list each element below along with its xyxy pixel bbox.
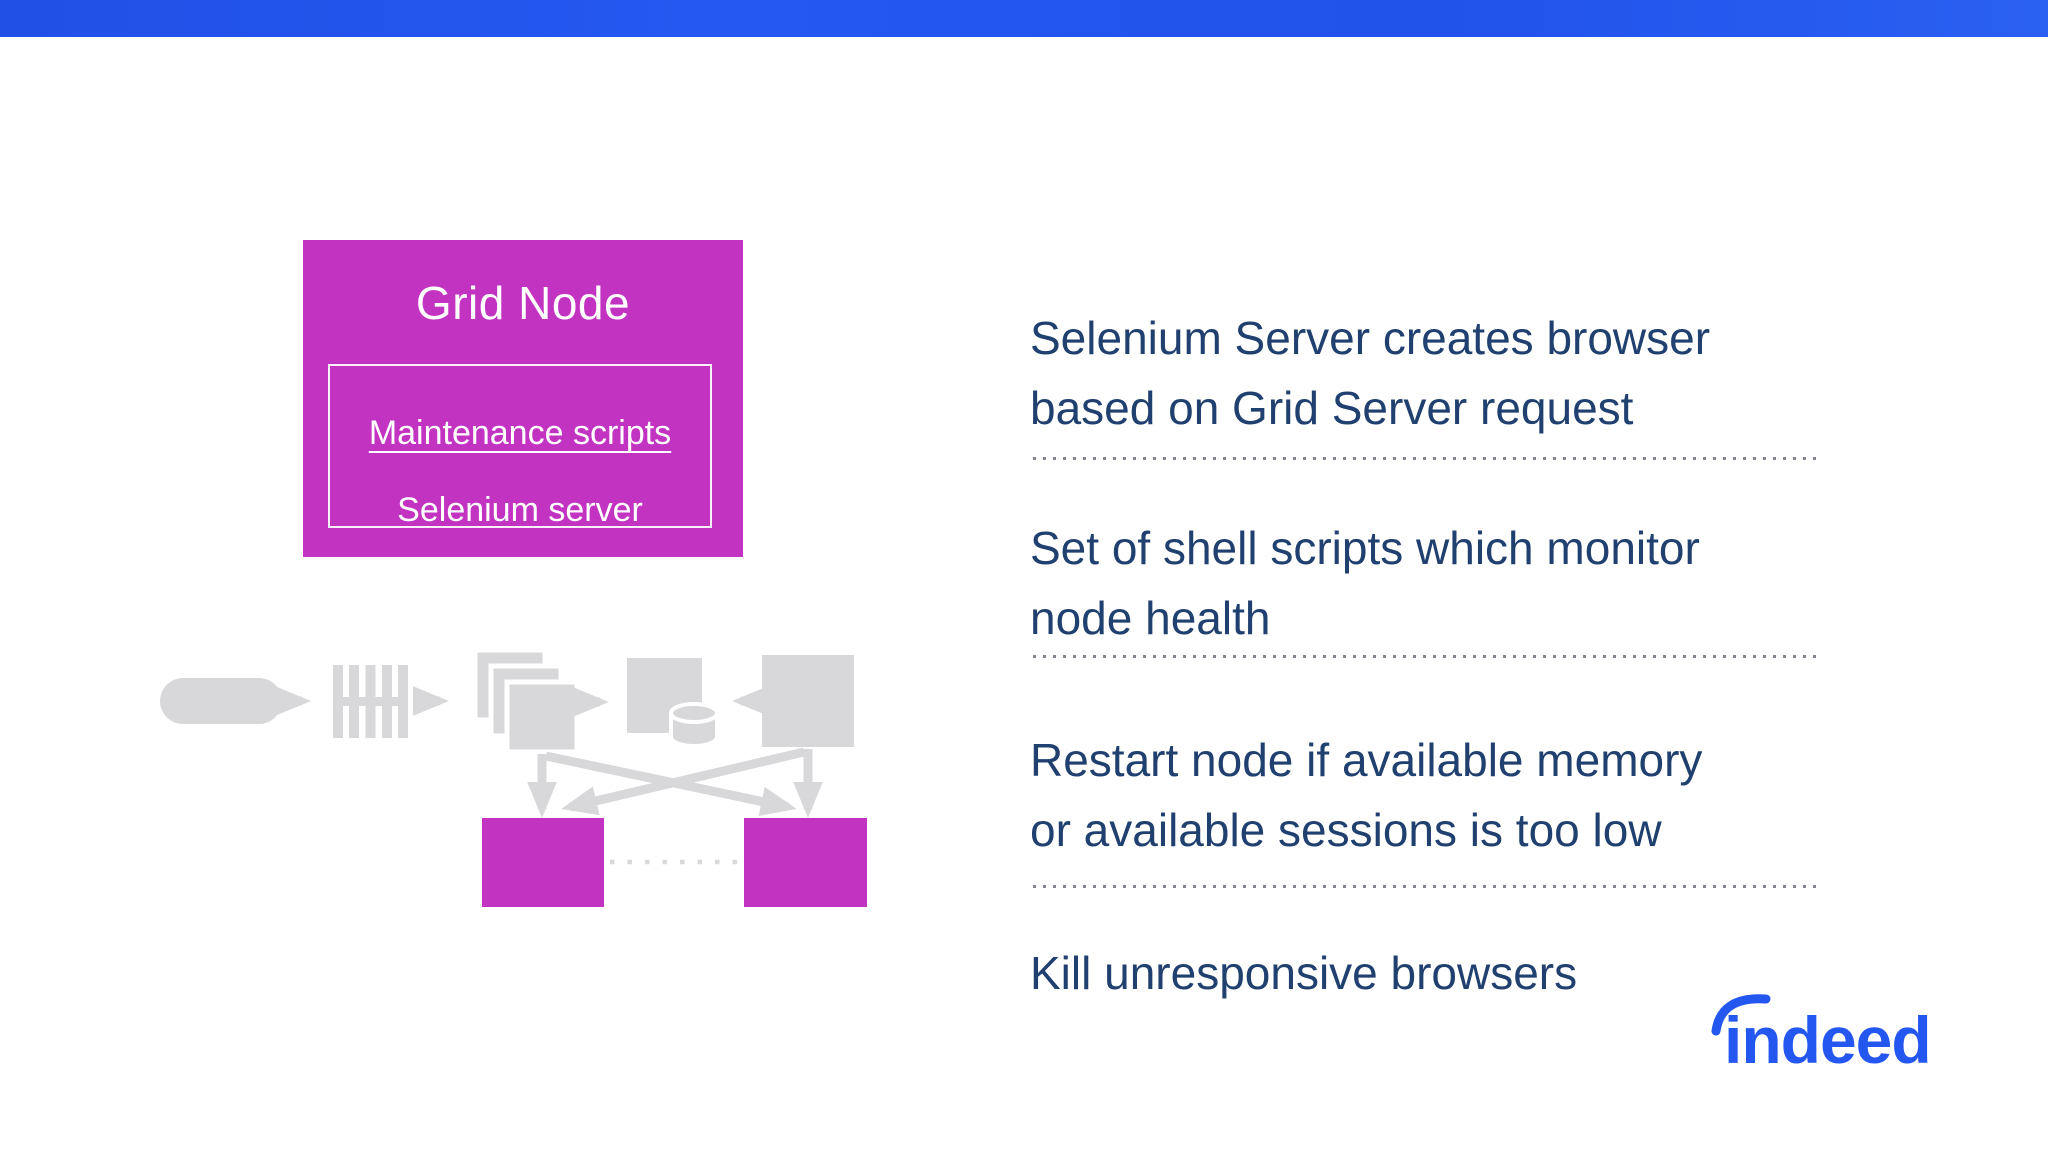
document-stack-icon: [472, 647, 580, 755]
architecture-diagram: [160, 647, 867, 907]
note-line: node health: [1030, 592, 1271, 644]
note-line: Set of shell scripts which monitor: [1030, 522, 1700, 574]
component-label-selenium-server: Selenium server: [397, 491, 643, 529]
grid-node-components: Maintenance scripts Selenium server: [328, 364, 712, 528]
server-db-icon: [627, 658, 719, 748]
browser-node-right: [744, 818, 867, 907]
component-label-maintenance-scripts: Maintenance scripts: [368, 414, 672, 452]
grid-node-box: Grid Node Maintenance scripts Selenium s…: [303, 240, 743, 557]
indeed-logo-arc-icon: [1711, 994, 1771, 1036]
note-restart-node: Restart node if available memory or avai…: [1030, 725, 1830, 865]
top-accent-bar: [0, 0, 2048, 37]
dotted-divider: [1033, 457, 1823, 460]
indeed-logo: indeed: [1711, 994, 1932, 1077]
note-line: Restart node if available memory: [1030, 734, 1703, 786]
note-selenium-server: Selenium Server creates browser based on…: [1030, 303, 1830, 443]
note-line: Kill unresponsive browsers: [1030, 947, 1578, 999]
server-box-icon: [762, 655, 854, 747]
note-kill-browsers: Kill unresponsive browsers: [1030, 938, 1830, 1008]
grid-node-title: Grid Node: [415, 277, 631, 329]
indeed-logo-text: indeed: [1724, 1003, 1931, 1077]
note-line: based on Grid Server request: [1030, 382, 1634, 434]
pill-node-icon: [160, 678, 282, 724]
queue-icon: [333, 665, 408, 738]
note-line: Selenium Server creates browser: [1030, 312, 1711, 364]
note-line: or available sessions is too low: [1030, 804, 1662, 856]
dotted-divider: [1033, 655, 1823, 658]
dotted-divider: [1033, 885, 1823, 888]
browser-node-left: [482, 818, 604, 907]
dispatch-arrows: [527, 747, 823, 818]
note-shell-scripts: Set of shell scripts which monitor node …: [1030, 513, 1830, 653]
